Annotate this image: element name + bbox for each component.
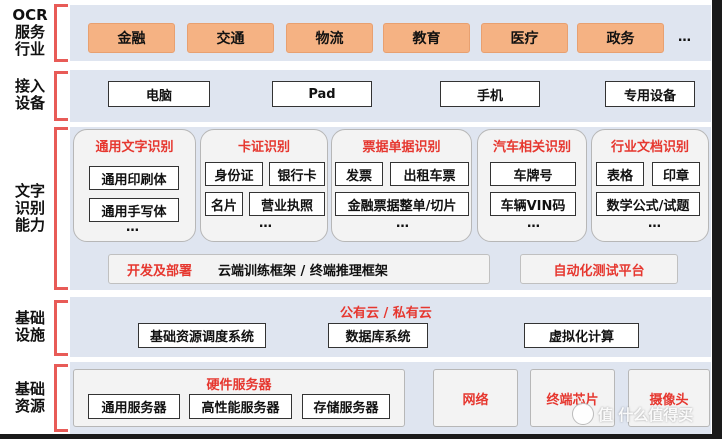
card-car: 汽车相关识别 车牌号 车辆VIN码 …: [477, 129, 587, 242]
device-3: 专用设备: [605, 81, 695, 107]
invoice-more: …: [396, 216, 409, 231]
card-car-title: 汽车相关识别: [492, 140, 571, 155]
industry-5: 政务: [577, 23, 664, 53]
camera-label: 摄像头: [649, 392, 689, 408]
devops-pill: 开发及部署 云端训练框架 / 终端推理框架: [108, 254, 490, 284]
section-bracket-recognition: [54, 127, 68, 290]
car-item-0: 车牌号: [490, 162, 576, 186]
cert-item-1: 银行卡: [269, 162, 325, 186]
network-panel: 网络: [433, 369, 518, 427]
watermark: 值 什么值得买: [572, 400, 712, 428]
watermark-text: 值 什么值得买: [598, 405, 694, 424]
industry-2: 物流: [286, 23, 373, 53]
hardware-server-panel: 硬件服务器 通用服务器 高性能服务器 存储服务器: [73, 369, 405, 427]
section-bracket-resources: [54, 364, 68, 432]
testing-label: 自动化测试平台: [553, 263, 645, 279]
card-doc-title: 行业文档识别: [610, 140, 689, 155]
general-item-0: 通用印刷体: [89, 166, 179, 190]
section-bracket-infra: [54, 300, 68, 356]
card-invoice: 票据单据识别 发票 出租车票 金融票据整单/切片 …: [331, 129, 472, 242]
device-2: 手机: [440, 81, 540, 107]
testing-pill: 自动化测试平台: [520, 254, 678, 284]
card-industry-doc: 行业文档识别 表格 印章 数学公式/试题 …: [591, 129, 709, 242]
invoice-item-0: 发票: [335, 162, 383, 186]
network-label: 网络: [462, 392, 489, 408]
card-general-text: 通用文字识别 通用印刷体 通用手写体 …: [73, 129, 196, 242]
device-0: 电脑: [108, 81, 210, 107]
infra-system-2: 虚拟化计算: [524, 323, 639, 348]
section-label-recognition: 文字 识别 能力: [14, 181, 45, 234]
industries-more: …: [678, 30, 691, 45]
devops-frameworks: 云端训练框架 / 终端推理框架: [218, 263, 388, 279]
doc-more: …: [648, 216, 661, 231]
cert-item-3: 营业执照: [249, 192, 325, 216]
cert-item-0: 身份证: [205, 162, 263, 186]
car-more: …: [527, 216, 540, 231]
card-certificate: 卡证识别 身份证 银行卡 名片 营业执照 …: [200, 129, 328, 242]
card-general-title: 通用文字识别: [95, 140, 174, 155]
card-invoice-title: 票据单据识别: [362, 140, 441, 155]
doc-item-1: 印章: [652, 162, 700, 186]
infra-system-0: 基础资源调度系统: [138, 323, 266, 348]
frame-right-edge: [712, 0, 722, 439]
hardware-server-title: 硬件服务器: [206, 378, 272, 393]
devops-label: 开发及部署: [127, 263, 193, 279]
server-1: 高性能服务器: [189, 394, 292, 419]
invoice-item-1: 出租车票: [390, 162, 469, 186]
section-label-ocr: OCR 服务 行业: [12, 5, 48, 58]
doc-item-0: 表格: [596, 162, 644, 186]
watermark-badge-icon: [572, 403, 594, 425]
camera-panel: 摄像头: [628, 369, 710, 427]
device-1: Pad: [272, 81, 372, 107]
general-more: …: [126, 220, 139, 235]
section-label-infra: 基础 设施: [14, 309, 45, 344]
section-label-resources: 基础 资源: [14, 380, 45, 415]
infra-system-1: 数据库系统: [328, 323, 428, 348]
section-bracket-ocr: [54, 4, 68, 62]
section-label-access: 接入 设备: [14, 77, 45, 112]
card-cert-title: 卡证识别: [237, 140, 290, 155]
industry-3: 教育: [383, 23, 470, 53]
car-item-1: 车辆VIN码: [490, 192, 576, 216]
general-item-1: 通用手写体: [89, 198, 179, 222]
industry-4: 医疗: [481, 23, 568, 53]
doc-item-2: 数学公式/试题: [596, 192, 700, 216]
frame-bottom-edge: [0, 434, 722, 439]
server-0: 通用服务器: [88, 394, 180, 419]
cert-item-2: 名片: [205, 192, 243, 216]
cert-more: …: [259, 216, 272, 231]
industry-0: 金融: [88, 23, 175, 53]
infra-cloud-label: 公有云 / 私有云: [340, 306, 432, 321]
server-2: 存储服务器: [302, 394, 390, 419]
section-bracket-access: [54, 71, 68, 121]
invoice-item-2: 金融票据整单/切片: [335, 192, 469, 216]
industry-1: 交通: [187, 23, 274, 53]
